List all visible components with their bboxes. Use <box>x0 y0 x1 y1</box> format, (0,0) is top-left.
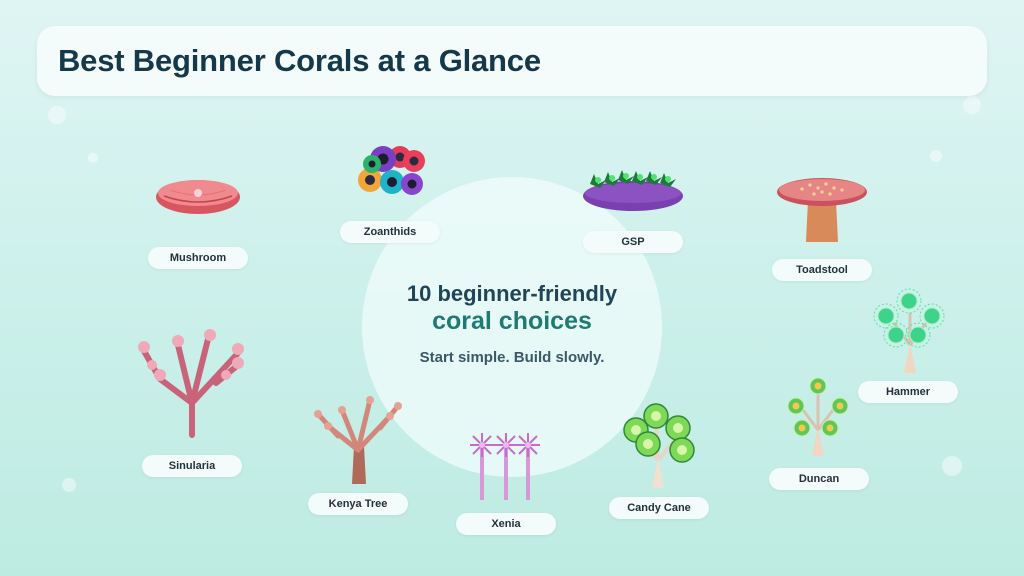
mushroom-coral-icon <box>156 180 240 214</box>
coral-label-toadstool: Toadstool <box>772 259 872 281</box>
coral-label-hammer: Hammer <box>858 381 958 403</box>
background-bubble <box>963 96 981 114</box>
background-bubble <box>930 150 942 162</box>
gsp-coral-icon <box>583 170 683 211</box>
background-bubble <box>88 153 98 163</box>
sinularia-coral-icon <box>138 329 244 438</box>
coral-label-candy-cane: Candy Cane <box>609 497 709 519</box>
center-subtitle: Start simple. Build slowly. <box>419 349 605 366</box>
hammer-coral-icon <box>873 288 945 373</box>
duncan-coral-icon <box>787 377 849 456</box>
background-bubble <box>62 478 76 492</box>
coral-label-xenia: Xenia <box>456 513 556 535</box>
page-title: Best Beginner Corals at a Glance <box>58 43 541 78</box>
kenya-tree-coral-icon <box>314 396 402 484</box>
toadstool-coral-icon <box>777 178 867 242</box>
coral-label-sinularia: Sinularia <box>142 455 242 477</box>
title-bar: Best Beginner Corals at a Glance <box>37 26 987 96</box>
coral-label-mushroom: Mushroom <box>148 247 248 269</box>
coral-label-duncan: Duncan <box>769 468 869 490</box>
candy-cane-coral-icon <box>623 403 695 488</box>
xenia-coral-icon <box>470 433 540 500</box>
center-heading-line2: coral choices <box>432 307 592 335</box>
zoanthids-coral-icon <box>358 146 425 195</box>
coral-label-zoanthids: Zoanthids <box>340 221 440 243</box>
background-bubble <box>942 456 962 476</box>
coral-label-kenya-tree: Kenya Tree <box>308 493 408 515</box>
coral-label-gsp: GSP <box>583 231 683 253</box>
center-heading-line1: 10 beginner-friendly <box>406 281 618 306</box>
background-bubble <box>48 106 66 124</box>
